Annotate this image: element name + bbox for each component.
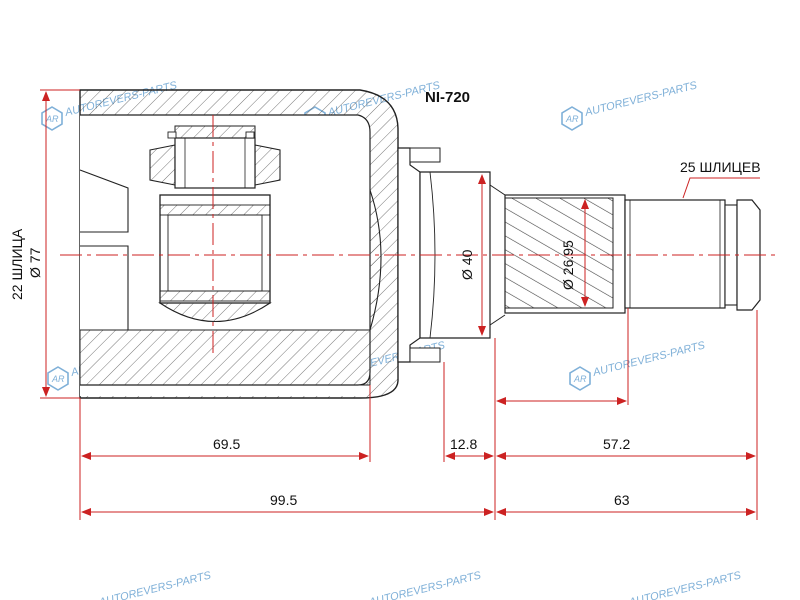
watermark-text: AUTOREVERS-PARTS (367, 569, 483, 600)
flange-collar (397, 147, 506, 363)
dimension-lines (40, 89, 760, 520)
label-seat-diameter: Ø 40 (459, 249, 475, 280)
watermark-hex-icon (569, 366, 591, 391)
watermark-text: AUTOREVERS-PARTS (591, 339, 707, 379)
leader-outer-splines (682, 177, 760, 199)
splined-shaft (504, 194, 761, 314)
label-inner-splines: 22 ШЛИЦА (9, 228, 25, 300)
label-total-right: 63 (614, 492, 630, 508)
watermark-logo-text: AR (565, 114, 579, 124)
watermark-text: AUTOREVERS-PARTS (583, 79, 699, 119)
watermark-logo-text: AR (573, 374, 587, 384)
inner-race (158, 194, 272, 323)
label-housing-length: 69.5 (213, 436, 240, 452)
watermark-partial: AUTOREVERS-PARTS (627, 569, 743, 600)
label-outer-diameter: Ø 77 (27, 247, 43, 278)
centerlines (60, 115, 775, 355)
watermark-text: AUTOREVERS-PARTS (97, 569, 213, 600)
label-spline-length: 57.2 (603, 436, 630, 452)
label-total-left: 99.5 (270, 492, 297, 508)
watermark-logo: AR AUTOREVERS-PARTS (569, 339, 707, 391)
watermark-logo: AR AUTOREVERS-PARTS (561, 79, 699, 131)
watermark-hex-icon (561, 106, 583, 131)
watermark-logo-text: AR (45, 114, 59, 124)
watermark-partial: AUTOREVERS-PARTS (367, 569, 483, 600)
label-shaft-diameter: Ø 26.95 (560, 240, 576, 290)
watermark-logo-text: AR (51, 374, 65, 384)
part-number: NI-720 (425, 89, 470, 106)
label-outer-splines: 25 ШЛИЦЕВ (680, 159, 761, 175)
watermark-partial: AUTOREVERS-PARTS (97, 569, 213, 600)
tripod-roller (149, 125, 281, 189)
labels: NI-720 22 ШЛИЦА Ø 77 Ø 40 Ø 26.95 25 ШЛИ… (9, 89, 761, 508)
label-collar-length: 12.8 (450, 436, 477, 452)
watermark-text: AUTOREVERS-PARTS (627, 569, 743, 600)
